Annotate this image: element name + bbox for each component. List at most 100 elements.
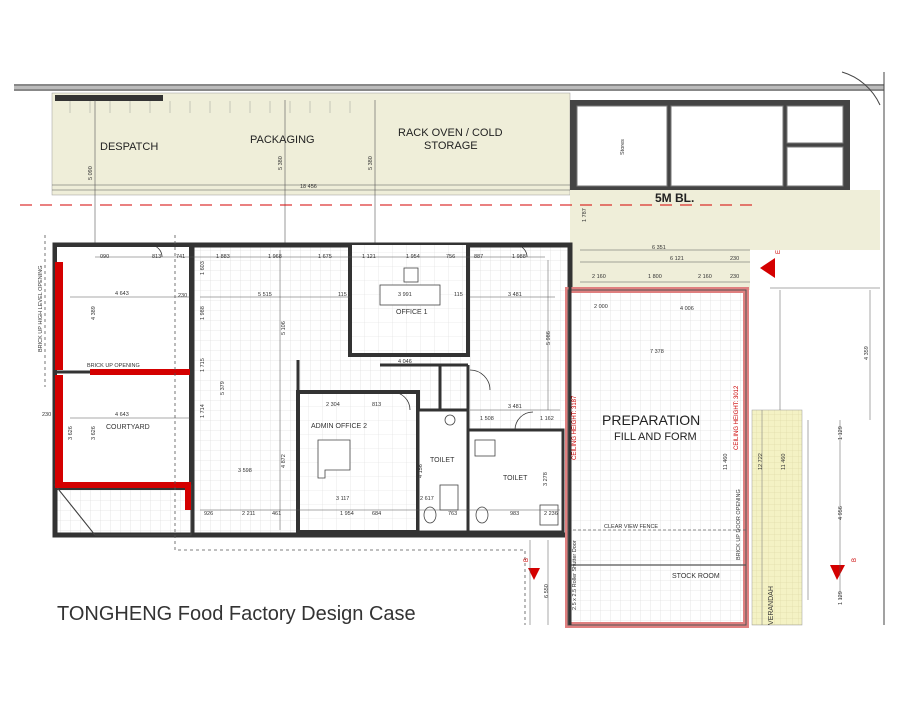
dim-label: 230 (178, 293, 187, 299)
dim-label: 2 160 (698, 274, 712, 280)
annotation-roller-shutter: 2.5 x 2.5 Roller Shutter Door (572, 540, 578, 610)
dim-label: 1 954 (406, 254, 420, 260)
preparation-hall (565, 270, 749, 628)
dim-label: 1 121 (362, 254, 376, 260)
dim-label: 2 000 (594, 304, 608, 310)
dim-label: 1 603 (200, 261, 206, 275)
dim-label: 3 626 (91, 426, 97, 440)
dim-label: 2 160 (592, 274, 606, 280)
dim-label: 2 617 (420, 496, 434, 502)
caption: TONGHENG Food Factory Design Case (57, 603, 416, 625)
dim-label: 4 643 (115, 412, 129, 418)
dim-label: 1 787 (582, 208, 588, 222)
dim-label: 230 (730, 256, 739, 262)
dim-label: 3 991 (398, 292, 412, 298)
dim-label: 2 236 (544, 511, 558, 517)
dim-label: 3 117 (336, 496, 349, 502)
dim-label: 5 515 (258, 292, 272, 298)
dim-label: 813 (152, 254, 161, 260)
dim-label: 230 (42, 412, 51, 418)
dim-label: 1 988 (200, 306, 206, 320)
dim-label: 5 379 (220, 381, 226, 395)
main-building (52, 242, 573, 538)
dim-label: 1 162 (540, 416, 554, 422)
annotation-brick-up-opening: BRICK UP OPENING (87, 363, 140, 369)
dim-label: 813 (372, 402, 381, 408)
dim-label: 4 872 (281, 454, 287, 468)
room-stores: Stores (620, 139, 626, 155)
dim-label: 4 359 (864, 346, 870, 360)
dim-label: 1 715 (200, 358, 206, 372)
dim-label: 4 389 (91, 306, 97, 320)
dim-label: 741 (176, 254, 185, 260)
room-fill-and-form: FILL AND FORM (614, 431, 697, 443)
dim-label: 115 (454, 292, 463, 298)
dim-label: 11 460 (723, 454, 729, 470)
dim-label: 3 278 (543, 472, 549, 486)
dim-label: 1 129 (838, 591, 844, 605)
dim-label: 5 106 (281, 321, 287, 335)
room-despatch: DESPATCH (100, 141, 158, 153)
dim-label: 230 (730, 274, 739, 280)
dim-label: 1 675 (318, 254, 332, 260)
dim-label: 4 046 (398, 359, 412, 365)
room-admin-office2: ADMIN OFFICE 2 (311, 423, 367, 430)
dim-label: 1 883 (216, 254, 230, 260)
dim-label: 7 378 (650, 349, 664, 355)
dim-label: 4 156 (418, 464, 424, 478)
dim-label: 926 (204, 511, 213, 517)
dim-label: 6 550 (544, 584, 550, 598)
dimension-labels: 18 456 5 090 5 380 5 380 1 787 6 351 6 1… (42, 156, 870, 605)
dim-label: 3 481 (508, 292, 522, 298)
dim-label: 1 800 (648, 274, 662, 280)
dim-label: 1 954 (340, 511, 354, 517)
dim-label: 4 006 (680, 306, 694, 312)
marker-e: E (776, 250, 782, 254)
dim-label: 2 304 (326, 402, 340, 408)
dim-label: 1 129 (838, 426, 844, 440)
dim-label: 763 (448, 511, 457, 517)
dim-label: 461 (272, 511, 281, 517)
dim-label: 5 090 (88, 166, 94, 180)
room-rack-oven-1: RACK OVEN / COLD (398, 127, 503, 139)
dim-label: 2 211 (242, 511, 255, 517)
dim-label: 4 643 (115, 291, 129, 297)
dim-label: 756 (446, 254, 455, 260)
room-toilet-right: TOILET (503, 475, 528, 482)
dim-label: 5 986 (546, 331, 552, 345)
dim-label: 983 (510, 511, 519, 517)
stores-block (570, 100, 850, 190)
dim-label: 684 (372, 511, 381, 517)
dim-label: 1 988 (512, 254, 526, 260)
site-boundary (14, 71, 885, 625)
annotation-building-line: 5M BL. (655, 191, 694, 205)
room-packaging: PACKAGING (250, 134, 315, 146)
dim-label: 3 481 (508, 404, 522, 410)
dim-label: 090 (100, 254, 109, 260)
room-courtyard: COURTYARD (106, 424, 150, 431)
dim-label: 1 714 (200, 404, 206, 418)
dim-label: 3 626 (68, 426, 74, 440)
dim-label: 3 598 (238, 468, 252, 474)
dim-label: 1 508 (480, 416, 494, 422)
dim-label: 5 380 (278, 156, 284, 170)
dim-label: 115 (338, 292, 347, 298)
marker-b2: B (524, 558, 530, 562)
dim-label: 18 456 (300, 184, 317, 190)
section-markers (528, 258, 845, 580)
verandah-strip (751, 409, 803, 626)
dim-label: 5 380 (368, 156, 374, 170)
dim-label: 6 351 (652, 245, 666, 251)
marker-b1: B (852, 558, 858, 562)
annotation-brick-up-high-level: BRICK UP HIGH LEVEL OPENING (38, 266, 44, 353)
annotation-ceiling-height-1: CEILING HEIGHT: 3187 (572, 395, 578, 460)
dim-label: 4 956 (838, 506, 844, 520)
dashed-outline (44, 235, 526, 625)
dim-label: 887 (474, 254, 483, 260)
annotation-ceiling-height-2: CEILING HEIGHT: 3012 (734, 385, 740, 450)
dimension-lines (52, 189, 880, 625)
annotation-clear-view-fence: CLEAR VIEW FENCE (604, 524, 658, 530)
room-preparation: PREPARATION (602, 412, 700, 428)
room-office1: OFFICE 1 (396, 309, 428, 316)
